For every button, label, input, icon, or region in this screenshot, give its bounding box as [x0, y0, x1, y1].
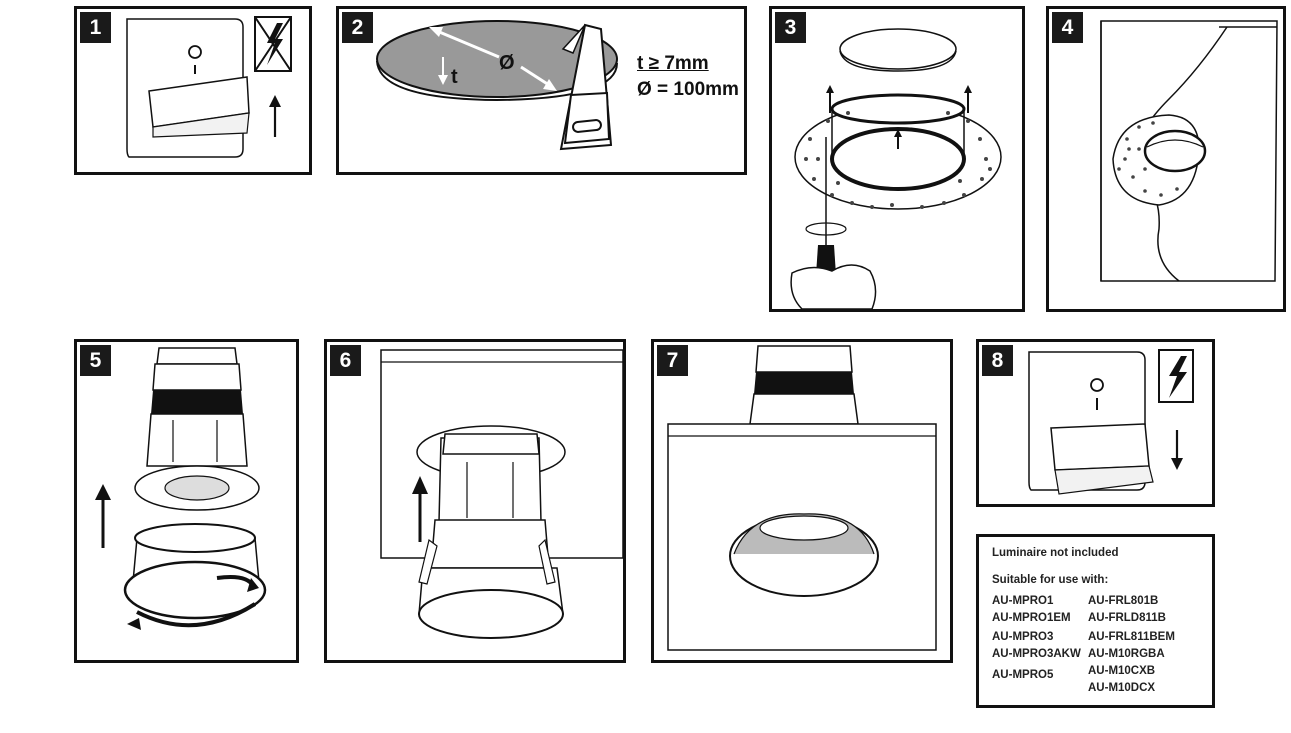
luminaire-note: Luminaire not included — [992, 547, 1119, 559]
step-8-panel: 8 — [976, 339, 1215, 507]
step-4-panel: 4 — [1046, 6, 1286, 312]
model-list-1: AU-MPRO1 AU-MPRO1EM AU-MPRO3 AU-MPRO3AKW… — [992, 593, 1081, 684]
power-on-icon — [1028, 349, 1194, 495]
model-item: AU-MPRO1EM — [992, 612, 1071, 624]
step-5-panel: 5 — [74, 339, 299, 663]
suitable-heading: Suitable for use with: — [992, 574, 1109, 586]
model-list-2: AU-FRL801B AU-FRLD811B AU-FRL811BEM AU-M… — [1088, 593, 1175, 697]
step-number: 6 — [330, 345, 361, 376]
model-item: AU-FRLD811B — [1088, 612, 1166, 624]
insert-luminaire-icon — [380, 349, 623, 639]
model-item: AU-M10DCX — [1088, 682, 1156, 694]
model-item: AU-FRL811BEM — [1088, 631, 1175, 643]
step-number: 1 — [80, 12, 111, 43]
step-7-panel: 7 — [651, 339, 953, 663]
step-6-panel: 6 — [324, 339, 626, 663]
step-number: 7 — [657, 345, 688, 376]
saw-cutout-icon: t Ø — [376, 20, 618, 151]
step-2-panel: 2 t Ø t ≥ 7mm Ø = 100mm — [336, 6, 747, 175]
twist-lock-icon — [95, 347, 267, 630]
step-number: 2 — [342, 12, 373, 43]
step-number: 5 — [80, 345, 111, 376]
model-item: AU-MPRO5 — [992, 669, 1054, 681]
power-off-icon — [126, 16, 292, 158]
thickness-spec: t ≥ 7mm — [637, 53, 709, 74]
model-item: AU-M10RGBA — [1088, 648, 1165, 660]
installed-downlight-icon — [667, 345, 937, 651]
step-1-panel: 1 — [74, 6, 312, 175]
diameter-label: Ø — [499, 52, 515, 74]
step-number: 4 — [1052, 12, 1083, 43]
step-number: 8 — [982, 345, 1013, 376]
model-item: AU-M10CXB — [1088, 665, 1156, 677]
compatibility-info-box: Luminaire not included Suitable for use … — [976, 534, 1215, 708]
step-number: 3 — [775, 12, 806, 43]
model-item: AU-MPRO1 — [992, 595, 1054, 607]
thickness-label: t — [451, 66, 458, 88]
plaster-ceiling-icon — [1100, 20, 1278, 282]
model-item: AU-MPRO3AKW — [992, 648, 1081, 660]
model-item: AU-FRL801B — [1088, 595, 1159, 607]
screwdriver-trim-icon — [790, 28, 1002, 309]
model-item: AU-MPRO3 — [992, 631, 1054, 643]
diameter-spec: Ø = 100mm — [637, 79, 739, 100]
step-3-panel: 3 — [769, 6, 1025, 312]
